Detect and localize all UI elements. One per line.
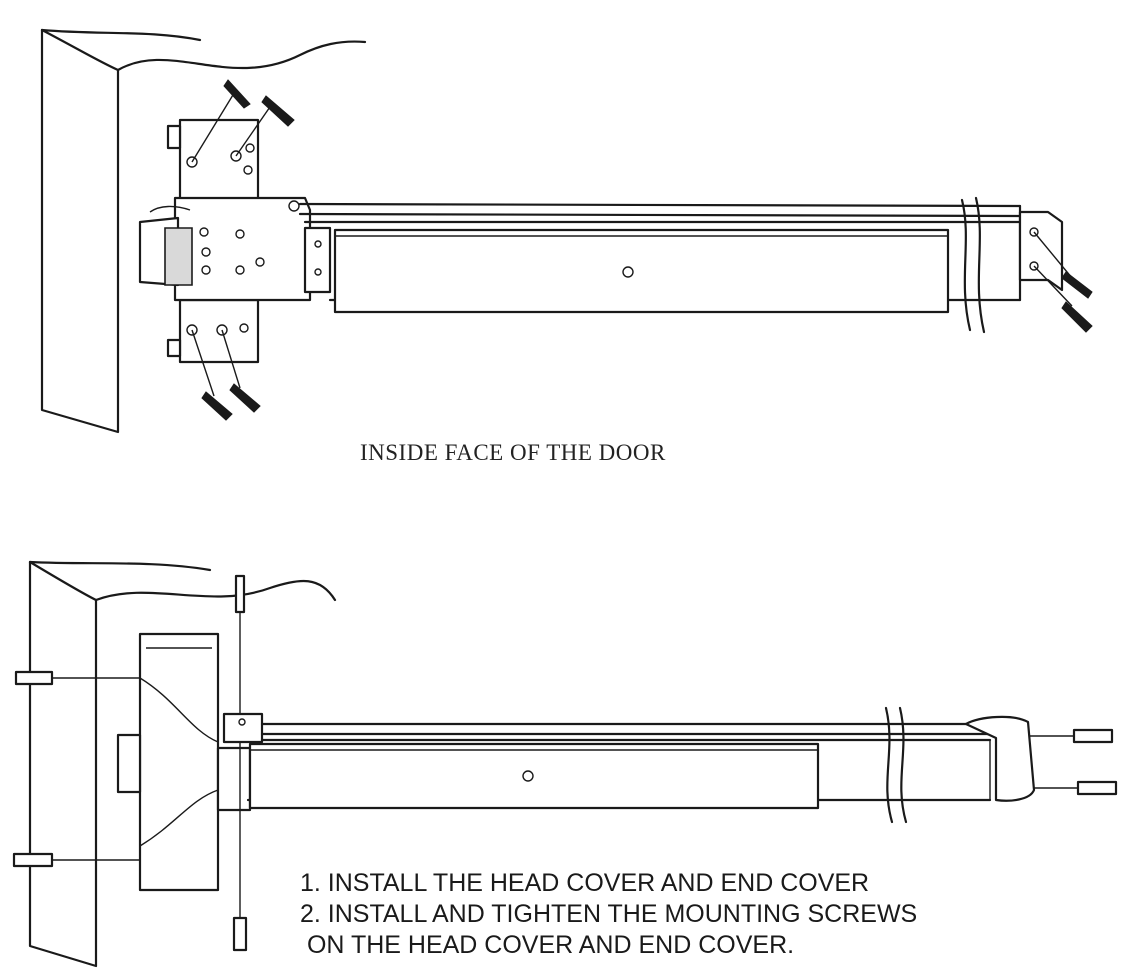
bottom-end-screw-lower <box>1034 780 1118 796</box>
top-mounting-plate-lower <box>166 298 260 364</box>
top-screw-5 <box>1033 231 1093 299</box>
top-break-lines <box>960 196 986 334</box>
step-1: 1. INSTALL THE HEAD COVER AND END COVER <box>300 869 870 897</box>
bottom-door-screw-upper <box>14 670 140 686</box>
top-end-bracket <box>1018 210 1064 292</box>
top-mounting-plate-upper <box>166 118 260 202</box>
bottom-end-screw-upper <box>1030 728 1114 744</box>
bottom-vertical-screw-bottom <box>232 916 248 952</box>
step-2-continued: ON THE HEAD COVER AND END COVER. <box>300 931 795 959</box>
bottom-door-edge <box>28 560 337 968</box>
bottom-break-lines <box>884 706 908 824</box>
top-screw-4 <box>221 329 261 413</box>
top-head-mechanism <box>138 196 332 302</box>
top-figure <box>40 28 1093 434</box>
bottom-figure <box>12 560 1118 968</box>
installation-steps: 1. INSTALL THE HEAD COVER AND END COVER … <box>300 868 1060 961</box>
top-screw-3 <box>191 329 233 421</box>
bottom-door-screw-lower <box>12 852 140 868</box>
bottom-head-cover <box>116 632 252 892</box>
bottom-vertical-screw-top <box>234 574 246 940</box>
top-push-bar <box>333 228 950 314</box>
bottom-push-bar <box>248 742 820 810</box>
top-figure-caption: INSIDE FACE OF THE DOOR <box>360 440 666 465</box>
top-door-edge <box>40 28 367 434</box>
top-screw-1 <box>191 79 251 163</box>
top-screw-2 <box>235 95 295 157</box>
step-2: 2. INSTALL AND TIGHTEN THE MOUNTING SCRE… <box>300 900 918 928</box>
bottom-end-cover <box>964 715 1036 802</box>
top-screw-6 <box>1033 265 1093 333</box>
